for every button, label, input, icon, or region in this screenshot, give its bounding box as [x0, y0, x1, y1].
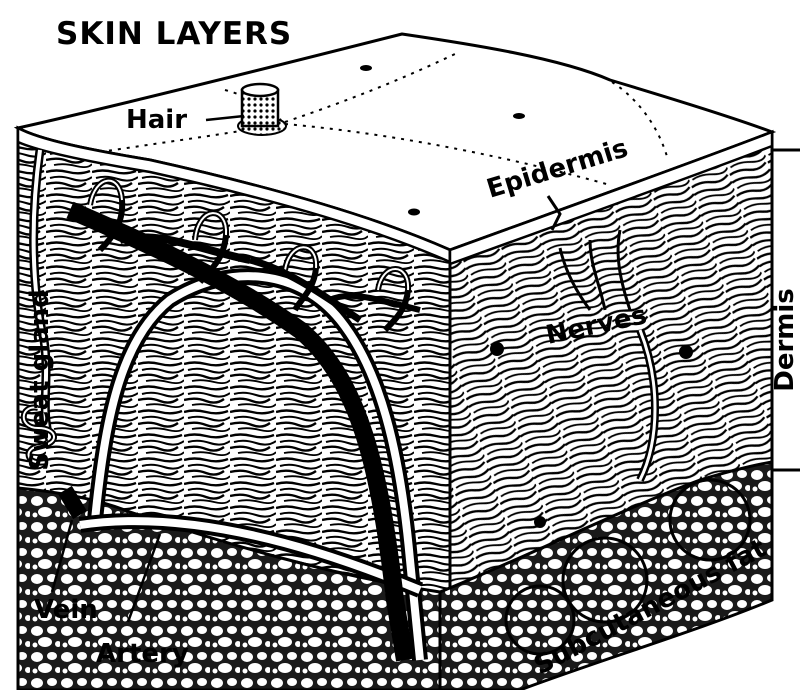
diagram-title: SKIN LAYERS [56, 16, 292, 52]
label-hair: Hair [126, 105, 187, 135]
label-vein: Vein [34, 595, 98, 625]
label-dermis: Dermis [770, 288, 800, 392]
label-artery: Artery [96, 639, 189, 669]
hair-shaft [238, 84, 286, 135]
label-sweat-gland: Sweat gland [25, 289, 55, 471]
